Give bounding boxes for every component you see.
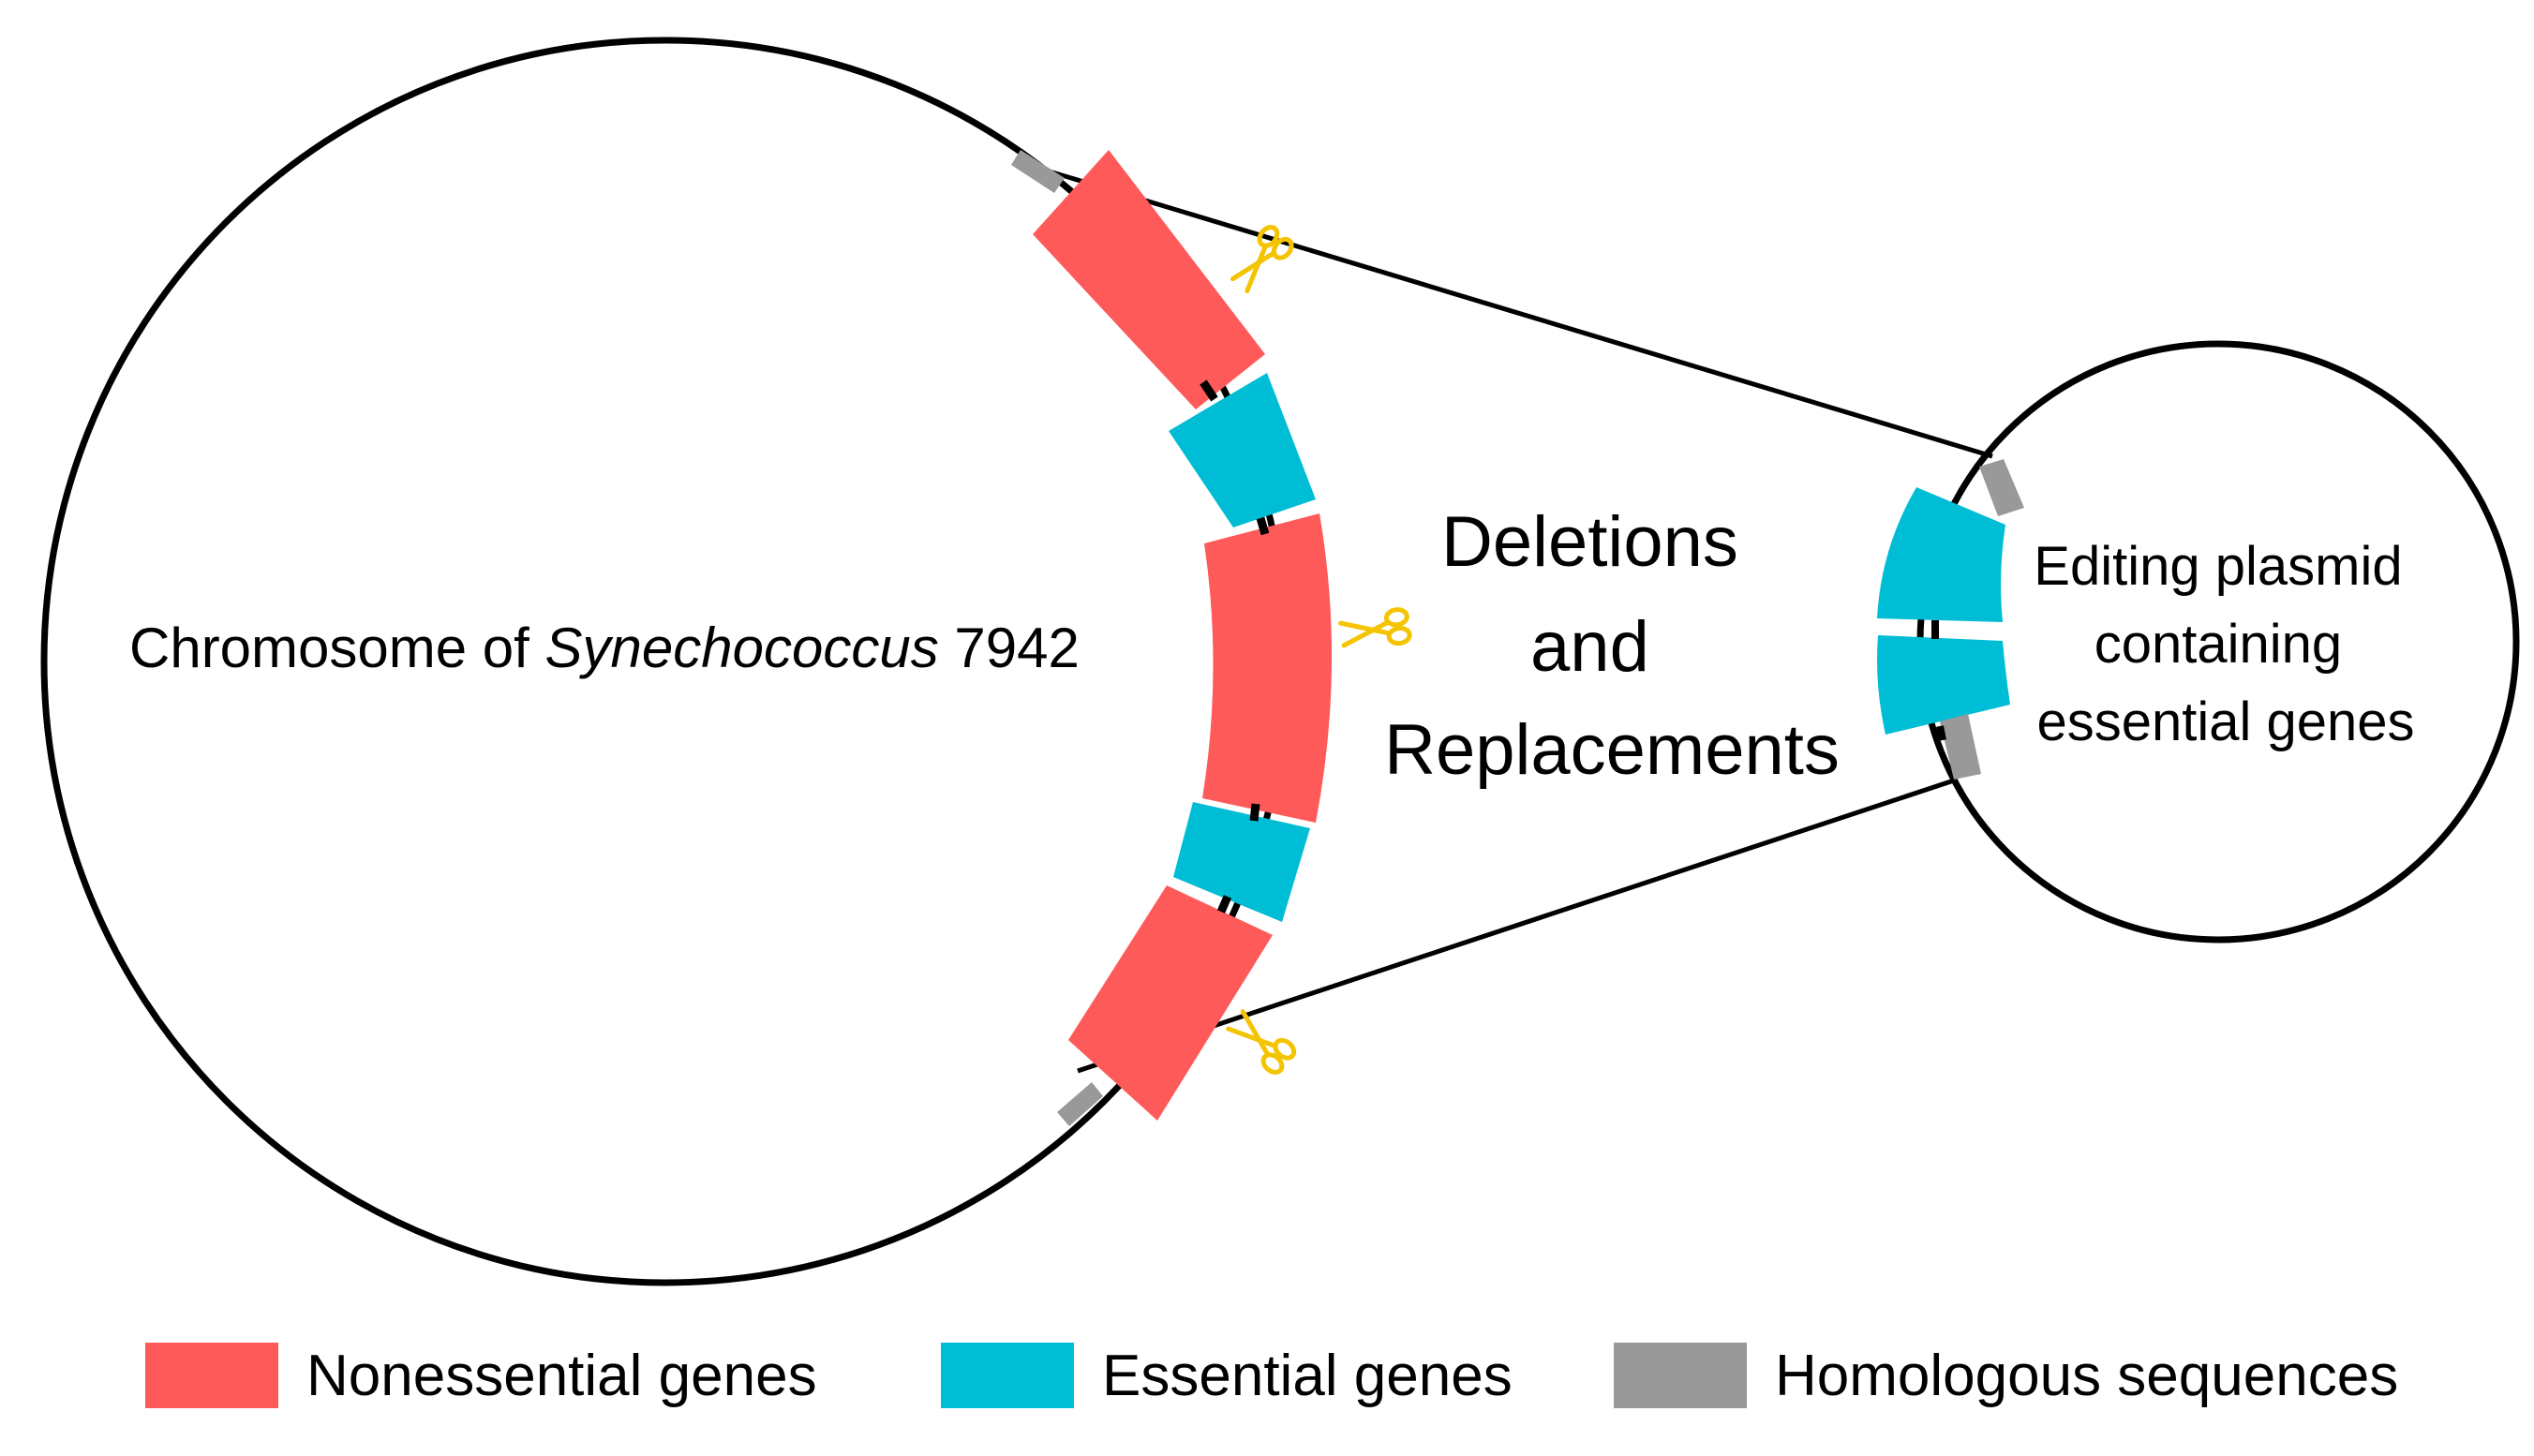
legend-swatch-homologous — [1614, 1343, 1747, 1408]
plasmid-junction — [1936, 725, 1946, 741]
chromosome-label-pre: Chromosome of — [129, 617, 545, 679]
connector-line-top — [1021, 160, 1993, 459]
junction — [1200, 379, 1218, 402]
nonessential-gene-3 — [1068, 885, 1273, 1121]
center-label-line-1: Deletions — [1441, 502, 1738, 582]
junction — [1216, 895, 1232, 914]
legend-swatch-nonessential — [145, 1343, 278, 1408]
essential-gene-1 — [1169, 373, 1316, 527]
homologous-sequence-top — [1011, 150, 1065, 193]
plasmid-label-line-3: essential genes — [2036, 691, 2414, 752]
legend-label-essential: Essential genes — [1102, 1343, 1513, 1408]
essential-gene-2 — [1173, 802, 1310, 922]
chromosome-cassette — [1011, 150, 1333, 1126]
center-label-line-2: and — [1530, 607, 1649, 687]
plasmid-essential-gene-2 — [1877, 635, 2010, 735]
plasmid-essential-gene-1 — [1877, 487, 2005, 622]
nonessential-gene-1 — [1033, 150, 1265, 409]
legend: Nonessential genes Essential genes Homol… — [0, 1338, 2534, 1413]
legend-item-nonessential: Nonessential genes — [145, 1338, 817, 1413]
chromosome-label-post: 7942 — [939, 617, 1080, 679]
plasmid-homologous-bottom — [1940, 714, 1981, 780]
legend-label-nonessential: Nonessential genes — [306, 1343, 817, 1408]
homologous-sequence-bottom — [1057, 1082, 1103, 1126]
plasmid-label-line-2: containing — [2094, 614, 2342, 675]
plasmid-cassette — [1877, 459, 2024, 780]
scissors-icon — [1230, 225, 1294, 293]
legend-item-essential: Essential genes — [941, 1338, 1513, 1413]
chromosome-label-species: Synechococcus — [545, 617, 939, 679]
center-label: Deletions and Replacements — [1384, 502, 1840, 790]
legend-label-homologous: Homologous sequences — [1775, 1343, 2399, 1408]
plasmid-label: Editing plasmid containing essential gen… — [2034, 536, 2417, 752]
legend-item-homologous: Homologous sequences — [1614, 1338, 2398, 1413]
scissors-icon — [1226, 1009, 1297, 1075]
legend-swatch-essential — [941, 1343, 1074, 1408]
junction — [1256, 516, 1270, 536]
junction — [1249, 803, 1260, 822]
chromosome-label: Chromosome of Synechococcus 7942 — [129, 617, 1080, 679]
center-label-line-3: Replacements — [1384, 710, 1840, 790]
nonessential-gene-2 — [1202, 513, 1333, 823]
connector-line-bottom — [1077, 777, 1958, 1074]
scissors-icon — [1338, 607, 1412, 648]
plasmid-label-line-1: Editing plasmid — [2034, 536, 2402, 597]
plasmid-homologous-top — [1979, 459, 2024, 516]
